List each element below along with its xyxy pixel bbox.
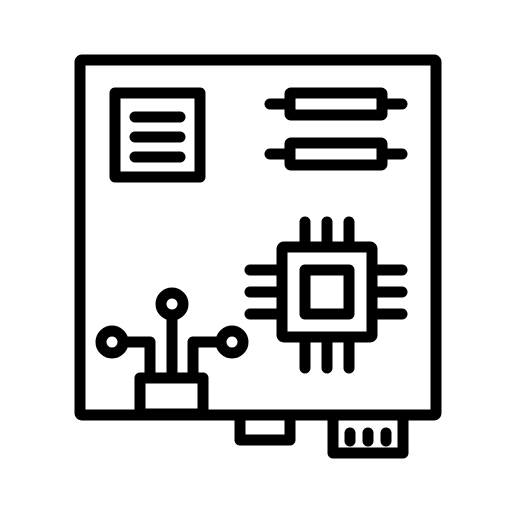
- resistor-icon: [264, 137, 408, 171]
- port-connector-icon: [234, 409, 296, 446]
- document-panel-icon: [109, 87, 206, 183]
- circuit-node-icon: [95, 287, 249, 420]
- board-outline: [74, 54, 442, 421]
- chip-icon: [244, 216, 408, 374]
- resistor-icon: [264, 87, 408, 121]
- port-connector-icon: [327, 409, 409, 459]
